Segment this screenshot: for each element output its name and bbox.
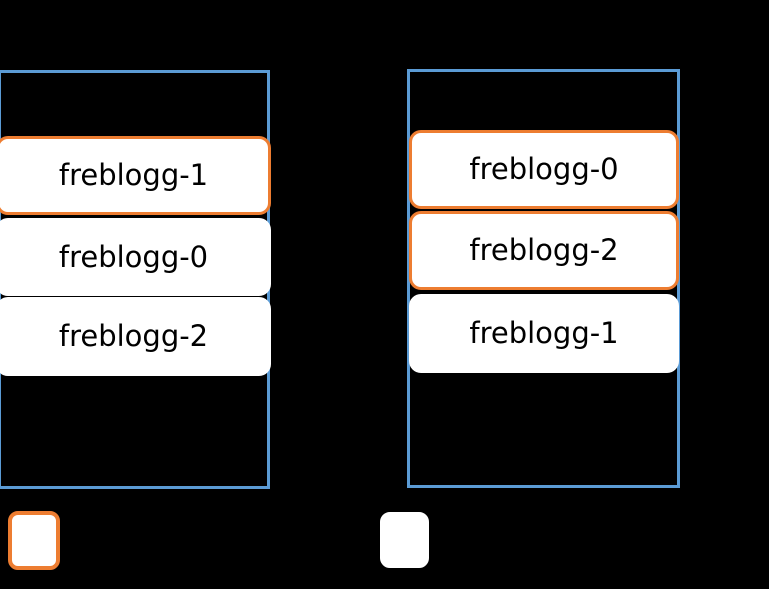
card-left-1[interactable]: freblogg-0 (0, 218, 271, 296)
legend-swatch-highlighted (8, 511, 60, 570)
card-right-2[interactable]: freblogg-1 (409, 294, 679, 373)
card-right-0[interactable]: freblogg-0 (409, 130, 679, 209)
card-label: freblogg-2 (58, 319, 209, 353)
card-label: freblogg-0 (58, 239, 209, 274)
card-label: freblogg-2 (469, 233, 619, 267)
card-left-0[interactable]: freblogg-1 (0, 136, 271, 215)
legend-swatch-plain (380, 512, 429, 568)
card-label: freblogg-1 (58, 158, 209, 192)
card-label: freblogg-1 (469, 316, 619, 350)
card-right-1[interactable]: freblogg-2 (409, 211, 679, 290)
card-left-2[interactable]: freblogg-2 (0, 297, 271, 376)
card-label: freblogg-0 (469, 152, 619, 186)
